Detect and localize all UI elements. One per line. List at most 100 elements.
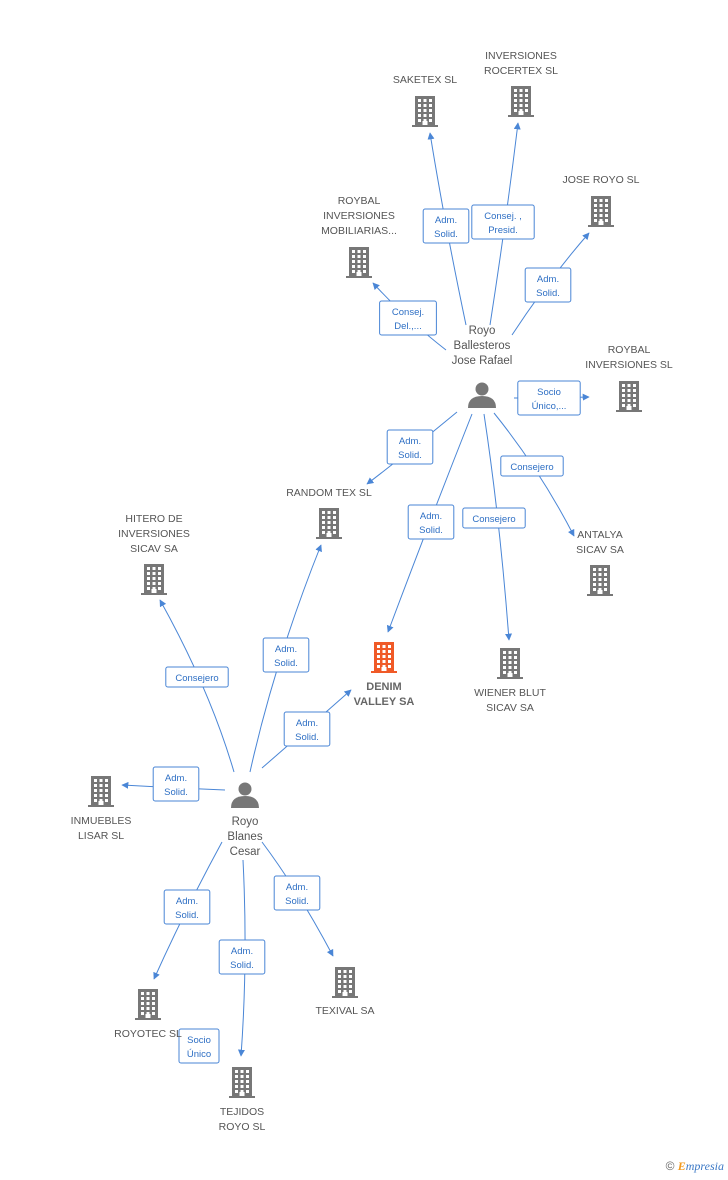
- node-label: ROCERTEX SL: [484, 65, 558, 77]
- edge-label-text: Único: [187, 1049, 211, 1060]
- node-label: RANDOM TEX SL: [286, 487, 372, 499]
- node-label: INVERSIONES SL: [585, 359, 673, 371]
- node-label: LISAR SL: [78, 830, 124, 842]
- node-label: INVERSIONES: [323, 210, 395, 222]
- edge-label-text: Adm.: [165, 773, 187, 784]
- edge-label-text: Solid.: [419, 525, 443, 536]
- edge-p2-denim: Adm. Solid.: [261, 689, 352, 769]
- company-icon[interactable]: [229, 1067, 255, 1098]
- node-label: INVERSIONES: [118, 528, 190, 540]
- edge-p2-randomtex: Adm. Solid.: [249, 544, 322, 773]
- node-label: Blanes: [227, 831, 262, 843]
- edge-label-text: Socio: [187, 1035, 211, 1046]
- edge-p1-rocertex: Consej. , Presid.: [471, 122, 535, 326]
- company-icon[interactable]: [616, 381, 642, 412]
- brand-logo: Empresia: [677, 1159, 724, 1173]
- edge-label-text: Consejero: [175, 673, 218, 684]
- node-label: ROYO SL: [219, 1121, 266, 1133]
- edge-label-box[interactable]: [407, 504, 455, 540]
- copyright-symbol: ©: [665, 1159, 675, 1173]
- edge-label-box[interactable]: [422, 208, 470, 244]
- company-icon[interactable]: [588, 196, 614, 227]
- edge-label-text: Consej.: [392, 307, 424, 318]
- company-icon[interactable]: [88, 776, 114, 807]
- edge-label-box[interactable]: [273, 875, 321, 911]
- company-icon[interactable]: [141, 564, 167, 595]
- edge-label-box[interactable]: [262, 637, 310, 673]
- edge-label-box[interactable]: [462, 507, 526, 529]
- edge-label-box[interactable]: [165, 666, 229, 688]
- edge-label-text: Adm.: [176, 896, 198, 907]
- company-icon[interactable]: [587, 565, 613, 596]
- main-company-icon[interactable]: [371, 642, 397, 673]
- edge-label-box[interactable]: [152, 766, 200, 802]
- node-label: Cesar: [230, 846, 261, 858]
- node-label: SICAV SA: [576, 544, 624, 556]
- edge-p1-randomtex: Adm. Solid.: [366, 411, 458, 485]
- company-icon[interactable]: [412, 96, 438, 127]
- node-label: Royo: [469, 325, 496, 337]
- footer-brand: © Empresia: [666, 1159, 724, 1174]
- edge-p1-antalya: Consejero: [493, 412, 575, 537]
- node-label: MOBILIARIAS...: [321, 225, 397, 237]
- edge-p2-inmuebles: Adm. Solid.: [121, 766, 226, 802]
- edge-label-box[interactable]: [386, 429, 434, 465]
- node-label: TEXIVAL SA: [316, 1005, 375, 1017]
- company-icon[interactable]: [135, 989, 161, 1020]
- company-icon[interactable]: [508, 86, 534, 117]
- node-label: INMUEBLES: [71, 815, 132, 827]
- company-icon[interactable]: [332, 967, 358, 998]
- edge-label-text: Adm.: [399, 436, 421, 447]
- edge-label-box[interactable]: [471, 204, 535, 240]
- edge-p1-denim: Adm. Solid.: [386, 413, 473, 633]
- edge-p2-royotec: Adm. Solid.: [153, 841, 223, 980]
- edge-label-text: Presid.: [488, 225, 518, 236]
- person-icon[interactable]: [231, 782, 259, 809]
- edge-label-text: Único,...: [532, 401, 567, 412]
- edge-label-text: Solid.: [164, 787, 188, 798]
- edge-label-text: Adm.: [231, 946, 253, 957]
- node-label: INVERSIONES: [485, 50, 557, 62]
- edges-layer: Adm.Solid.Consej. ,Presid.Adm.Solid.Cons…: [121, 122, 590, 1064]
- edge-label-box[interactable]: [517, 380, 581, 416]
- node-label: HITERO DE: [125, 513, 182, 525]
- node-label: SICAV SA: [130, 543, 178, 555]
- edge-line: [159, 599, 235, 773]
- edge-label-text: Adm.: [296, 718, 318, 729]
- node-label: Royo: [232, 816, 259, 828]
- node-label: ANTALYA: [577, 529, 623, 541]
- edge-label-box[interactable]: [524, 267, 572, 303]
- node-label: VALLEY SA: [354, 696, 415, 708]
- edge-label-text: Solid.: [434, 229, 458, 240]
- node-label: DENIM: [366, 681, 401, 693]
- node-label: SICAV SA: [486, 702, 534, 714]
- edge-label-box[interactable]: [379, 300, 437, 336]
- edge-label-box[interactable]: [500, 455, 564, 477]
- node-label: JOSE ROYO SL: [562, 174, 639, 186]
- edge-label-box[interactable]: [218, 939, 266, 975]
- edge-label-text: Adm.: [420, 511, 442, 522]
- edge-label-text: Solid.: [398, 450, 422, 461]
- company-icon[interactable]: [316, 508, 342, 539]
- company-icon[interactable]: [497, 648, 523, 679]
- edge-label-box[interactable]: [178, 1028, 220, 1064]
- edge-label-text: Solid.: [175, 910, 199, 921]
- edge-label-text: Adm.: [537, 274, 559, 285]
- edge-label-text: Consejero: [472, 514, 515, 525]
- edge-label-text: Solid.: [295, 732, 319, 743]
- edge-label-text: Del.,...: [394, 321, 421, 332]
- edge-label-box[interactable]: [283, 711, 331, 747]
- edge-label-text: Solid.: [536, 288, 560, 299]
- edge-label-text: Socio: [537, 387, 561, 398]
- node-label: ROYBAL: [338, 195, 381, 207]
- edge-label-text: Consej. ,: [484, 211, 522, 222]
- person-icon[interactable]: [468, 382, 496, 409]
- node-label: WIENER BLUT: [474, 687, 546, 699]
- company-icon[interactable]: [346, 247, 372, 278]
- edge-p1-roybal_inv: SocioÚnico,...: [513, 380, 590, 416]
- edge-label-box[interactable]: [163, 889, 211, 925]
- node-label: SAKETEX SL: [393, 74, 457, 86]
- edge-p2-hitero: Consejero: [159, 599, 235, 773]
